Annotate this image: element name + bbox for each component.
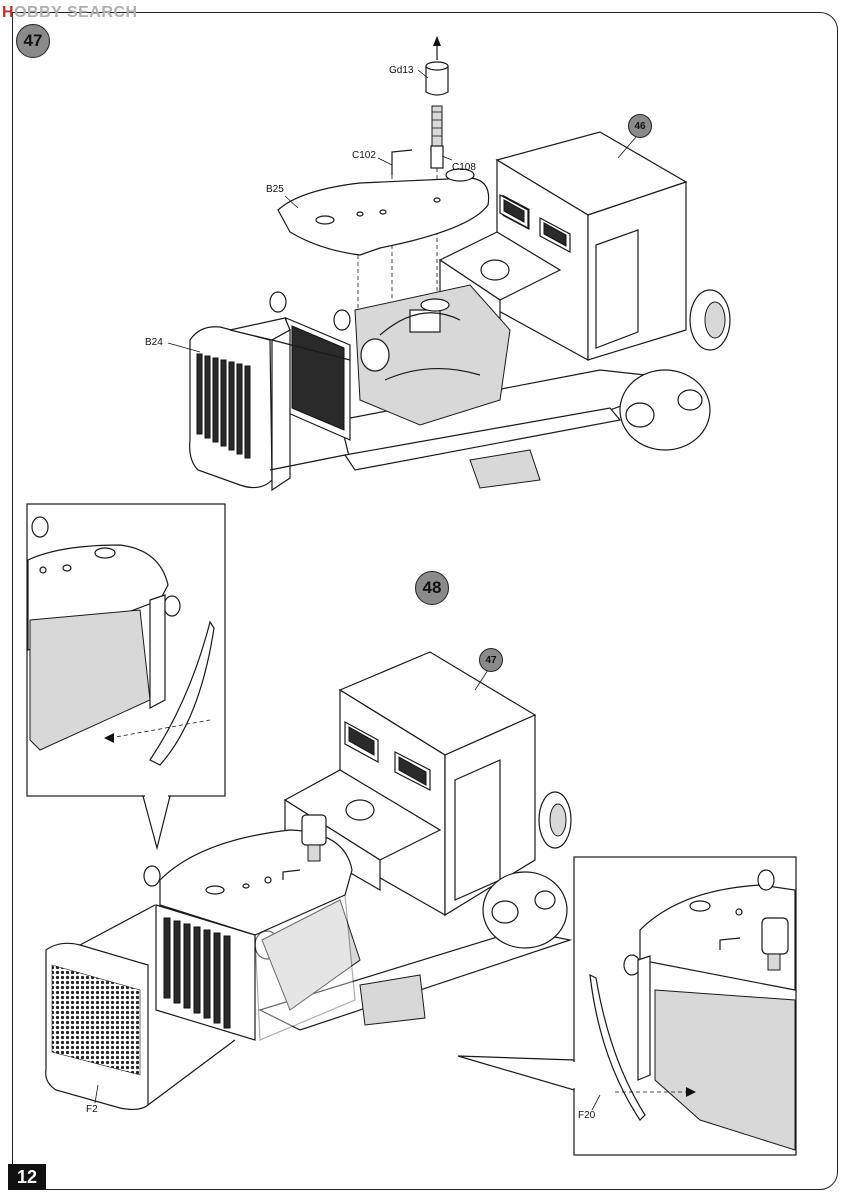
c102-part xyxy=(391,149,413,175)
page-number: 12 xyxy=(8,1164,46,1190)
step-47-badge: 47 xyxy=(16,24,50,58)
f20-part xyxy=(589,973,646,1121)
lift-arrow-head xyxy=(433,36,441,46)
b25-hood xyxy=(277,177,490,256)
part-label-b25: B25 xyxy=(266,184,284,195)
part-label-c108: C108 xyxy=(452,162,476,173)
grille48-slots xyxy=(163,917,231,1029)
detail-box-right xyxy=(573,856,797,1156)
detail-box-left xyxy=(26,503,226,797)
engine-block xyxy=(354,284,511,426)
part-label-c102: C102 xyxy=(352,150,376,161)
part-label-f2: F2 xyxy=(86,1104,98,1115)
cab-door xyxy=(595,229,639,349)
cab48-door xyxy=(454,759,501,901)
step-48-badge: 48 xyxy=(415,571,449,605)
part-label-gd13: Gd13 xyxy=(389,65,414,76)
part-label-b24: B24 xyxy=(145,337,163,348)
watermark-suffix: SEARCH xyxy=(62,4,138,21)
watermark-logo: HOBBY SEARCH xyxy=(2,4,138,22)
grille-slots xyxy=(196,353,251,459)
step-46-reference-badge: 46 xyxy=(628,114,652,138)
watermark-mark: H xyxy=(2,4,15,21)
f20-detail-part xyxy=(149,620,215,766)
detail-pointer-left xyxy=(142,795,171,851)
watermark-text: OBBY xyxy=(14,4,62,21)
hood-48 xyxy=(159,829,353,936)
f2-mesh xyxy=(51,964,141,1076)
step-47-reference-badge: 47 xyxy=(479,648,503,672)
detail-pointer-right xyxy=(457,1055,575,1091)
radiator-core xyxy=(291,325,345,431)
part-label-f20: F20 xyxy=(578,1110,596,1121)
